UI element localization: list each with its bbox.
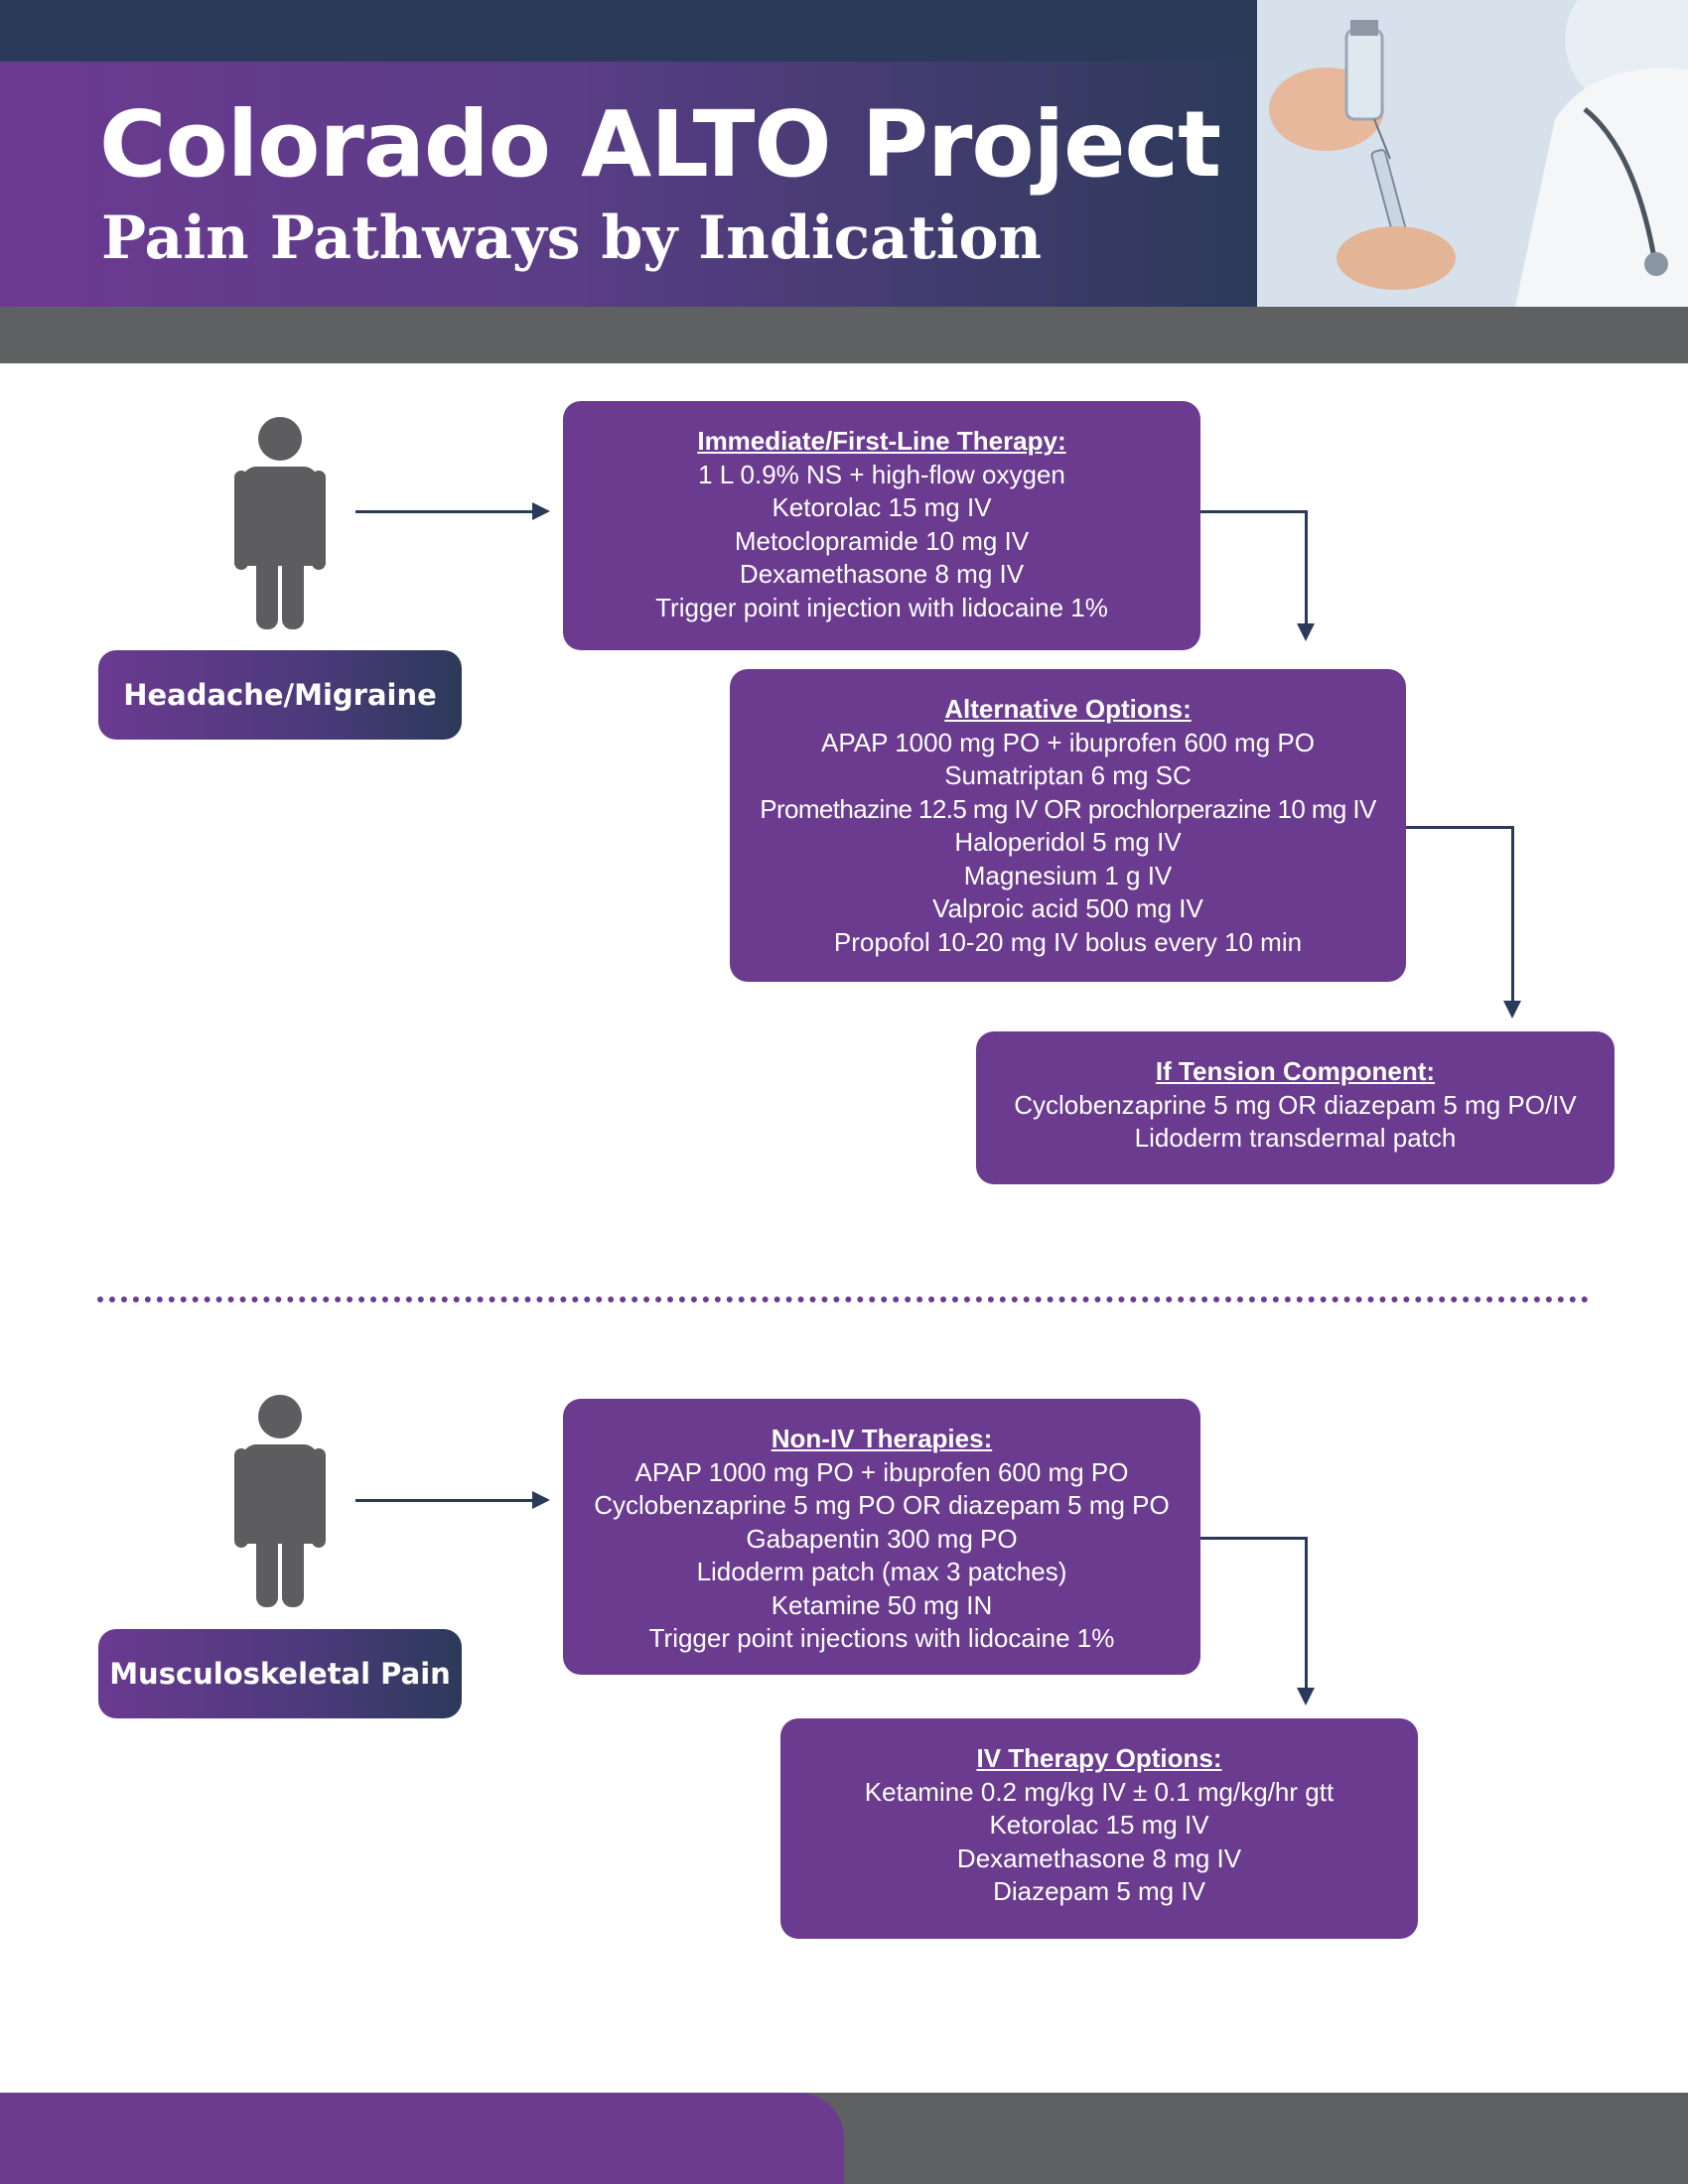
indication-label-headache: Headache/Migraine: [98, 650, 462, 740]
therapy-line: Trigger point injection with lidocaine 1…: [655, 592, 1108, 622]
arrow-right-icon: [532, 1491, 550, 1509]
therapy-line: Sumatriptan 6 mg SC: [944, 760, 1192, 790]
connector-line: [355, 1499, 534, 1502]
box-title: If Tension Component:: [1155, 1056, 1436, 1086]
header-photo-syringe-vial: [1257, 0, 1688, 307]
therapy-box-alternative: Alternative Options: APAP 1000 mg PO + i…: [730, 669, 1406, 982]
connector-line: [1200, 1537, 1308, 1540]
therapy-line: 1 L 0.9% NS + high-flow oxygen: [698, 459, 1065, 489]
page-subtitle: Pain Pathways by Indication: [101, 204, 1043, 273]
indication-label-musculoskeletal: Musculoskeletal Pain: [98, 1629, 462, 1718]
connector-line: [1406, 826, 1514, 829]
therapy-line: Cyclobenzaprine 5 mg PO OR diazepam 5 mg…: [594, 1490, 1170, 1520]
therapy-line: Gabapentin 300 mg PO: [746, 1523, 1018, 1554]
person-icon: [234, 1395, 326, 1607]
box-title: Immediate/First-Line Therapy:: [697, 426, 1066, 456]
section-divider: [97, 1297, 1589, 1302]
therapy-line: Ketorolac 15 mg IV: [772, 492, 992, 522]
connector-line: [1305, 510, 1308, 631]
therapy-line: Cyclobenzaprine 5 mg OR diazepam 5 mg PO…: [1014, 1089, 1577, 1120]
header-title-band: [0, 62, 1257, 307]
therapy-line: Propofol 10-20 mg IV bolus every 10 min: [833, 926, 1303, 957]
therapy-line: Ketamine 0.2 mg/kg IV ± 0.1 mg/kg/hr gtt: [864, 1776, 1335, 1807]
therapy-line: Diazepam 5 mg IV: [993, 1876, 1205, 1906]
therapy-line: Dexamethasone 8 mg IV: [956, 1843, 1242, 1873]
therapy-line: Ketamine 50 mg IN: [771, 1589, 993, 1620]
header-grey-bar: [0, 307, 1688, 363]
connector-line: [355, 510, 534, 513]
footer-purple-band: [0, 2093, 844, 2184]
therapy-box-first-line: Immediate/First-Line Therapy: 1 L 0.9% N…: [563, 401, 1200, 650]
therapy-line: APAP 1000 mg PO + ibuprofen 600 mg PO: [821, 727, 1315, 757]
therapy-line: Magnesium 1 g IV: [963, 860, 1173, 890]
connector-line: [1305, 1537, 1308, 1696]
box-title: Alternative Options:: [944, 694, 1192, 724]
arrow-down-icon: [1297, 623, 1315, 641]
arrow-down-icon: [1297, 1688, 1315, 1706]
therapy-line: Ketorolac 15 mg IV: [989, 1810, 1209, 1840]
header-top-band: [0, 0, 1257, 62]
therapy-line: Promethazine 12.5 mg IV OR prochlorperaz…: [760, 793, 1376, 824]
box-title: IV Therapy Options:: [976, 1743, 1222, 1773]
box-title: Non-IV Therapies:: [771, 1424, 993, 1453]
connector-line: [1511, 826, 1514, 1009]
therapy-box-iv: IV Therapy Options: Ketamine 0.2 mg/kg I…: [780, 1718, 1418, 1939]
header-banner: Colorado ALTO Project Pain Pathways by I…: [0, 0, 1688, 363]
therapy-line: Lidoderm patch (max 3 patches): [696, 1557, 1067, 1586]
therapy-line: Lidoderm transdermal patch: [1134, 1123, 1457, 1153]
connector-line: [1200, 510, 1308, 513]
therapy-box-non-iv: Non-IV Therapies: APAP 1000 mg PO + ibup…: [563, 1399, 1200, 1675]
therapy-line: APAP 1000 mg PO + ibuprofen 600 mg PO: [634, 1456, 1129, 1487]
therapy-line: Haloperidol 5 mg IV: [954, 827, 1182, 857]
therapy-line: Dexamethasone 8 mg IV: [739, 559, 1025, 589]
therapy-line: Metoclopramide 10 mg IV: [734, 525, 1030, 556]
therapy-line: Trigger point injections with lidocaine …: [648, 1623, 1115, 1653]
person-icon: [234, 417, 326, 629]
arrow-right-icon: [532, 502, 550, 520]
therapy-line: Valproic acid 500 mg IV: [932, 893, 1203, 923]
arrow-down-icon: [1503, 1001, 1521, 1019]
page-title: Colorado ALTO Project: [99, 91, 1221, 198]
therapy-box-tension: If Tension Component: Cyclobenzaprine 5 …: [976, 1031, 1615, 1184]
